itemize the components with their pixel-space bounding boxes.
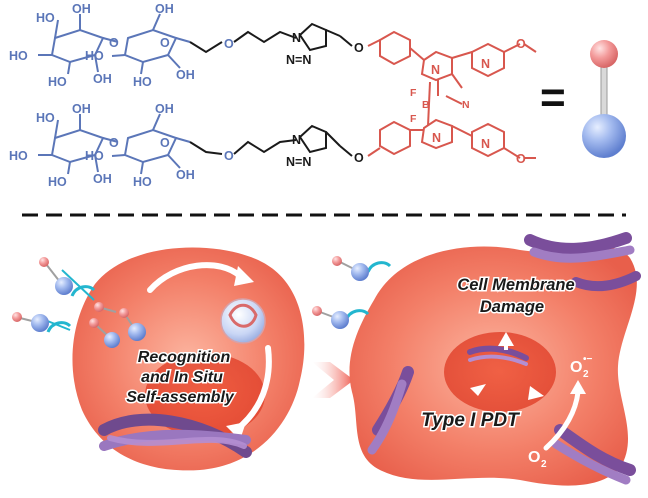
self-assembly-vesicle [220,298,266,344]
molecule-upper: HO OH HO HO OH O OH HO HO OH O O [9,2,537,96]
label-ho: HO [133,75,152,89]
molecule-lower: HO OH HO HO OH O OH HO HO OH O O [9,102,536,189]
recognition-line-2: and In Situ [141,369,223,386]
o2-label: O 2 [528,449,547,470]
label-ho: HO [9,49,28,63]
label-o: O [160,136,170,150]
label-n-ring: N [481,57,490,71]
right-cell-scene: Cell Membrane Damage Type I PDT O 2 O 2 … [312,232,641,486]
label-n: N [462,99,470,111]
left-cell-scene: Recognition and In Situ Self-assembly [12,247,305,471]
superoxide-label: O 2 •− [570,354,593,380]
label-o: O [224,37,234,51]
transition-arrow [312,362,354,398]
membrane-damage-label: Cell Membrane Damage [456,275,576,318]
recognition-line-1: Recognition [138,349,231,366]
label-o: O [109,36,119,50]
label-ho: HO [85,149,104,163]
label-n: N [431,63,440,77]
membrane-line-1: Cell Membrane [457,276,574,294]
o2-text: O [528,449,540,466]
label-n-eq-n: N=N [286,53,311,67]
recognition-label: Recognition and In Situ Self-assembly [125,348,237,408]
probe-molecules-left [12,257,146,348]
type-i-pdt-label: Type I PDT [421,410,520,431]
label-n: N [292,31,301,45]
bodipy-lower [367,118,536,159]
label-oh: OH [72,2,91,16]
label-o: O [160,36,170,50]
label-ho: HO [36,111,55,125]
lactose-unit-lower [38,113,191,175]
bodipy-upper [367,30,537,96]
label-ho: HO [48,75,67,89]
label-n: N [432,131,441,145]
label-o: O [224,149,234,163]
left-cell-nucleus [145,353,265,437]
label-o: O [354,151,364,165]
label-oh: OH [176,68,195,82]
label-n-eq-n: N=N [286,155,311,169]
label-ho: HO [36,11,55,25]
label-oh: OH [93,172,112,186]
label-methoxy: O [516,37,526,51]
lactose-unit-upper [38,13,191,75]
label-n: N [292,133,301,147]
label-n-ring: N [481,137,490,151]
label-oh: OH [176,168,195,182]
label-oh: OH [155,102,174,116]
chemical-structure: HO OH HO HO OH O OH HO HO OH O O [9,2,537,189]
equals-sign: = [540,73,566,122]
label-ho: HO [9,149,28,163]
o2-conversion-arrow [543,389,581,451]
label-methoxy: O [516,152,526,166]
label-o: O [354,41,364,55]
recognition-line-3: Self-assembly [126,389,235,406]
label-b: B [422,99,430,111]
ros-arrows [470,332,544,400]
superoxide-subscript: 2 [583,369,589,380]
label-oh: OH [72,102,91,116]
label-f: F [410,113,417,125]
linker-upper [189,22,353,54]
amphiphile-icon [582,40,626,158]
membrane-line-2: Damage [480,298,544,316]
fibers-right [367,232,641,485]
membrane-receptors-left [46,285,96,333]
label-f: F [410,87,417,99]
linker-lower [189,124,353,157]
label-oh: OH [93,72,112,86]
fiber-bundle-left [98,413,252,458]
label-oh: OH [155,2,174,16]
left-curved-arrow-top [147,262,243,293]
superoxide-text: O [570,359,582,376]
o2-subscript: 2 [541,459,547,470]
bf2-core: F B F N [410,81,470,127]
superoxide-superscript: •− [583,354,593,365]
probe-molecules-right [312,256,369,329]
label-ho: HO [48,175,67,189]
label-ho: HO [133,175,152,189]
label-ho: HO [85,49,104,63]
label-o: O [109,136,119,150]
